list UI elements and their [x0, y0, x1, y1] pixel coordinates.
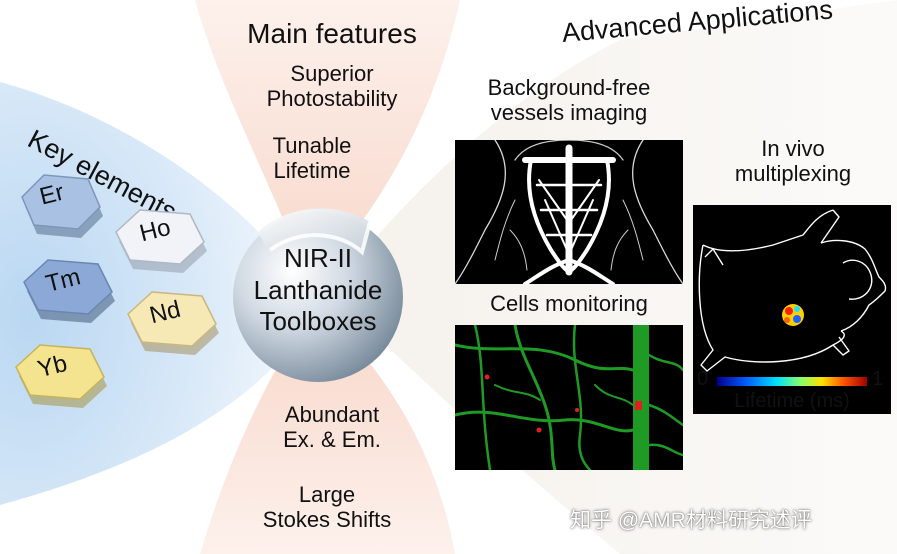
cells-image-panel	[455, 325, 683, 470]
feature-lifetime: Tunable Lifetime	[202, 133, 422, 183]
multiplex-image-panel	[693, 205, 891, 414]
hex-tile-tm	[23, 259, 115, 323]
vessels-image	[455, 140, 683, 284]
shell-edge	[268, 221, 372, 256]
cells-image	[455, 325, 683, 470]
feature-photostability-line-1: Superior	[290, 61, 374, 86]
peach-fan-top	[195, 0, 460, 262]
main-features-title: Main features	[247, 18, 417, 49]
vessels-label-line-1: Background-free	[487, 75, 651, 100]
vessels-label-line-2: vessels imaging	[490, 99, 648, 125]
colorbar-min: 0	[697, 368, 709, 390]
feature-stokes-line-1: Large	[298, 482, 356, 507]
feature-ex-em-line-1: Abundant	[284, 402, 380, 427]
colorbar-label: Lifetime (ms)	[734, 390, 850, 412]
feature-photostability: Superior Photostability	[222, 61, 442, 111]
lifetime-colorbar	[717, 377, 867, 386]
hex-tile-yb	[15, 344, 107, 408]
feature-stokes: Large Stokes Shifts	[217, 482, 437, 532]
multiplex-label-line-1: In vivo	[761, 136, 825, 161]
multiplex-image	[698, 209, 887, 386]
peach-fan-bottom	[200, 330, 455, 554]
hex-tile-ho	[115, 209, 207, 273]
watermark: 知乎 @AMR材料研究述评	[570, 509, 812, 532]
cells-label: Cells monitoring	[490, 291, 648, 316]
colorbar-max: 1	[872, 368, 884, 390]
feature-lifetime-line-2: Lifetime	[273, 157, 351, 183]
feature-stokes-line-2: Stokes Shifts	[262, 506, 392, 532]
hex-tile-nd	[127, 291, 219, 355]
toolbox-label: NIR-II Lanthanide Toolboxes	[240, 243, 396, 338]
feature-lifetime-line-1: Tunable	[272, 133, 352, 158]
feature-ex-em-line-2: Ex. & Em.	[283, 426, 381, 452]
multiplex-label: In vivo multiplexing	[695, 136, 891, 186]
toolbox-line-1: NIR-II	[284, 243, 352, 273]
toolbox-line-2: Lanthanide	[253, 274, 383, 305]
hex-tile-er	[21, 174, 103, 238]
nanoparticle-sphere	[233, 212, 403, 382]
multiplex-label-line-2: multiplexing	[734, 160, 852, 186]
toolbox-line-3: Toolboxes	[259, 306, 377, 337]
vessels-image-panel	[455, 140, 683, 284]
vessels-label: Background-free vessels imaging	[455, 75, 683, 125]
feature-ex-em: Abundant Ex. & Em.	[222, 402, 442, 452]
multiplex-spot	[782, 304, 804, 326]
feature-photostability-line-2: Photostability	[266, 85, 398, 111]
